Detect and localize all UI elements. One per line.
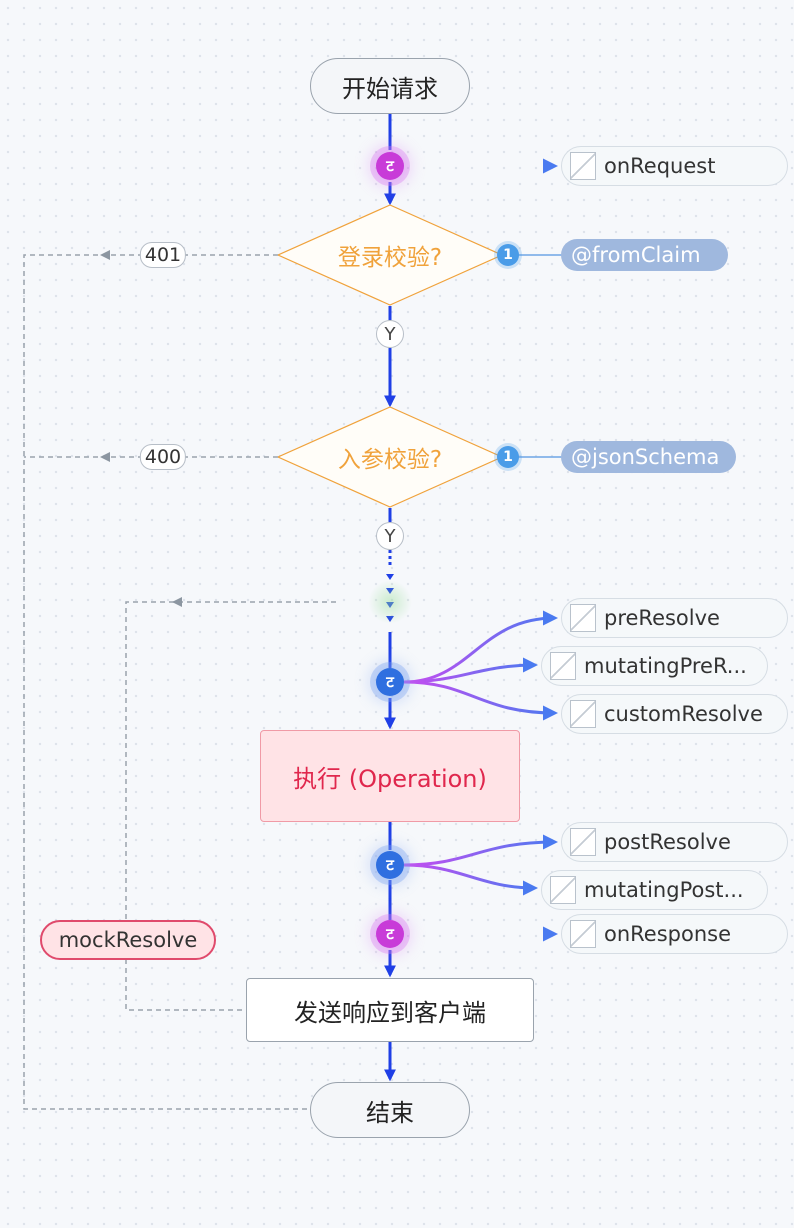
operation-node[interactable]: 执行 (Operation) bbox=[260, 730, 520, 822]
decorator-from-claim[interactable]: @fromClaim bbox=[561, 239, 728, 271]
hook-mutating-pre-resolve-label: mutatingPreR... bbox=[584, 654, 747, 678]
edge-hook-customresolve bbox=[403, 680, 558, 721]
param-check-label: 入参校验? bbox=[337, 447, 443, 473]
diamond-auth-check[interactable] bbox=[276, 204, 504, 306]
param-decorator-count-badge[interactable]: 1 bbox=[497, 446, 519, 468]
file-icon bbox=[570, 152, 596, 180]
edge-hook-postresolve bbox=[403, 834, 558, 867]
hook-mutating-pre-resolve[interactable]: mutatingPreR... bbox=[541, 646, 768, 686]
hook-icon-post-resolve[interactable]: ट bbox=[376, 851, 404, 879]
auth-check-label: 登录校验? bbox=[337, 245, 443, 271]
edge-mock-branch bbox=[125, 601, 336, 1011]
start-node[interactable]: 开始请求 bbox=[310, 58, 470, 114]
param-yes-label: Y bbox=[376, 522, 404, 550]
hook-on-request[interactable]: onRequest bbox=[561, 146, 788, 186]
hook-on-response-label: onResponse bbox=[604, 922, 732, 946]
file-icon bbox=[570, 604, 596, 632]
auth-fail-label: 401 bbox=[139, 242, 187, 268]
hook-icon-pre-resolve[interactable]: ट bbox=[376, 668, 404, 696]
hook-edges bbox=[403, 158, 558, 942]
hook-custom-resolve-label: customResolve bbox=[604, 702, 763, 726]
decorator-edges bbox=[510, 254, 565, 458]
hook-mutating-post-resolve-label: mutatingPost... bbox=[584, 878, 744, 902]
hook-custom-resolve[interactable]: customResolve bbox=[561, 694, 788, 734]
mock-glow bbox=[368, 580, 412, 624]
dashed-arrowheads bbox=[100, 250, 182, 607]
file-icon bbox=[550, 652, 576, 680]
end-node[interactable]: 结束 bbox=[310, 1082, 470, 1138]
auth-yes-label: Y bbox=[376, 320, 404, 348]
file-icon bbox=[570, 828, 596, 856]
file-icon bbox=[570, 700, 596, 728]
mock-stack-arrows bbox=[386, 574, 394, 622]
send-response-node[interactable]: 发送响应到客户端 bbox=[246, 978, 534, 1042]
diamond-param-check[interactable] bbox=[276, 406, 504, 508]
hook-pre-resolve[interactable]: preResolve bbox=[561, 598, 788, 638]
hook-on-request-label: onRequest bbox=[604, 154, 716, 178]
edge-hook-mutatingpost bbox=[403, 863, 538, 896]
hook-on-response[interactable]: onResponse bbox=[561, 914, 788, 954]
param-fail-label: 400 bbox=[139, 444, 187, 470]
mock-resolve-node[interactable]: mockResolve bbox=[40, 920, 216, 960]
hook-icon-on-request[interactable]: ट bbox=[376, 152, 404, 180]
hook-post-resolve-label: postResolve bbox=[604, 830, 731, 854]
auth-decorator-count-badge[interactable]: 1 bbox=[497, 244, 519, 266]
file-icon bbox=[570, 920, 596, 948]
file-icon bbox=[550, 876, 576, 904]
decorator-json-schema[interactable]: @jsonSchema bbox=[561, 441, 736, 473]
edge-hook-preresolve bbox=[403, 610, 558, 684]
hook-pre-resolve-label: preResolve bbox=[604, 606, 720, 630]
hook-icon-on-response[interactable]: ट bbox=[376, 920, 404, 948]
hook-post-resolve[interactable]: postResolve bbox=[561, 822, 788, 862]
hook-mutating-post-resolve[interactable]: mutatingPost... bbox=[541, 870, 768, 910]
